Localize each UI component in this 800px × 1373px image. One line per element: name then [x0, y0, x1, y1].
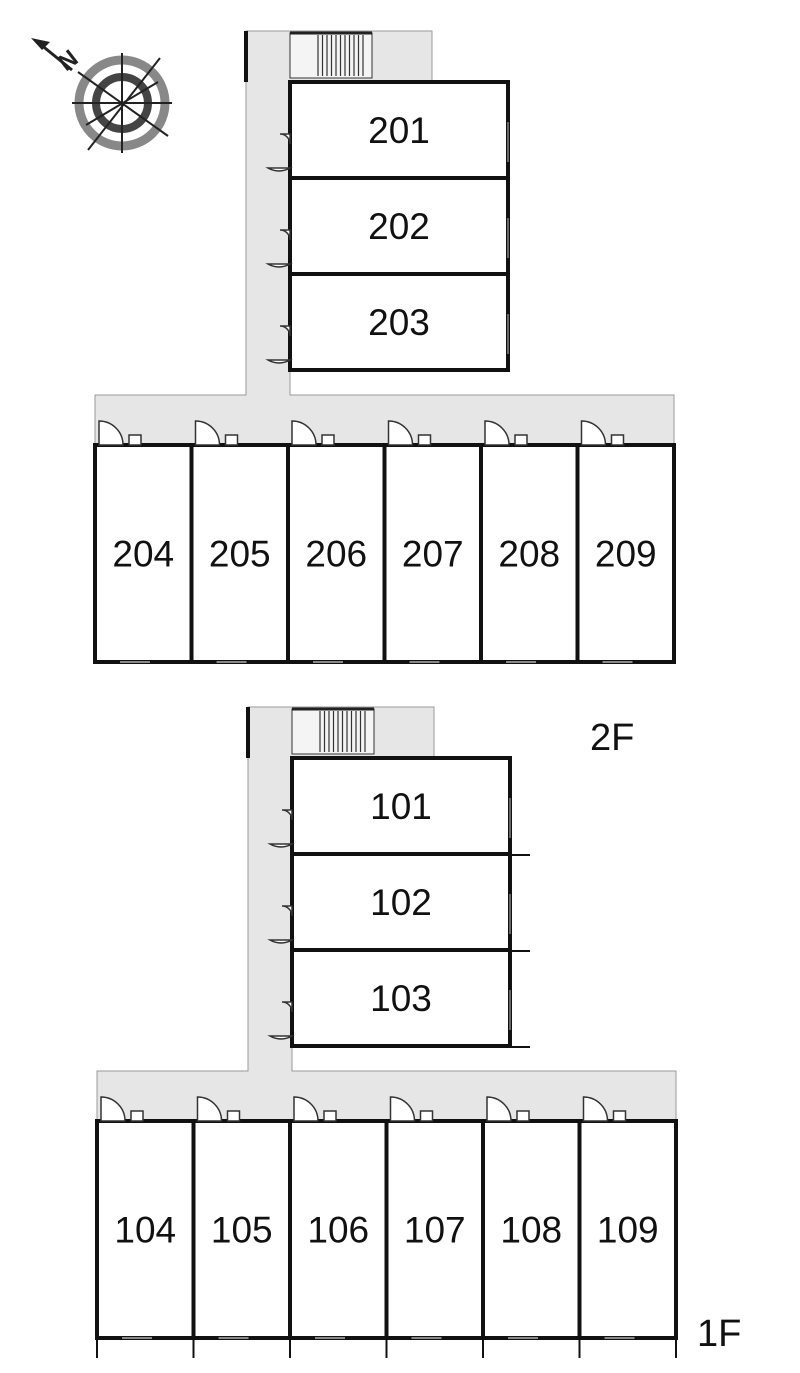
door-swing	[580, 420, 607, 446]
unit-room	[288, 1119, 389, 1340]
unit-number-103: 103	[370, 978, 432, 1019]
unit-number-206: 206	[305, 534, 367, 575]
unit-number-207: 207	[402, 534, 464, 575]
floor-2f: 201 202 203 204 205 206 207 208 209 2F	[93, 30, 676, 759]
unit-number-109: 109	[597, 1210, 659, 1251]
door-swing	[196, 1096, 223, 1122]
unit-number-208: 208	[498, 534, 560, 575]
door-swing-small	[279, 133, 291, 145]
unit-number-209: 209	[595, 534, 657, 575]
door-swing-small	[281, 905, 293, 917]
unit-number-108: 108	[500, 1210, 562, 1251]
unit-number-203: 203	[368, 302, 430, 343]
door-small	[612, 1110, 627, 1122]
door-swing	[484, 420, 510, 446]
floor-label-2F: 2F	[590, 717, 634, 759]
door-swing-small	[279, 229, 291, 241]
door-swing	[486, 1096, 512, 1122]
unit-room	[95, 1119, 196, 1340]
unit-room	[288, 80, 510, 180]
door-small	[226, 1110, 241, 1122]
corridor	[94, 30, 675, 446]
unit-number-205: 205	[209, 534, 271, 575]
door-swing	[582, 1096, 609, 1122]
door-swing	[267, 1035, 295, 1040]
unit-number-104: 104	[114, 1210, 176, 1251]
door-swing	[98, 420, 124, 446]
corridor	[96, 706, 677, 1122]
stairs	[291, 707, 375, 755]
door-swing	[267, 843, 295, 848]
unit-number-201: 201	[368, 110, 430, 151]
unit-number-102: 102	[370, 882, 432, 923]
door-swing	[265, 359, 293, 364]
door-swing	[387, 420, 414, 446]
unit-number-107: 107	[404, 1210, 466, 1251]
floor-label-1F: 1F	[697, 1313, 741, 1355]
stairs	[289, 31, 373, 79]
unit-room	[189, 443, 290, 664]
unit-number-101: 101	[370, 786, 432, 827]
floor-1f: 101 102 103 104 105 106 107 108 109 1F	[95, 706, 741, 1358]
unit-room	[290, 948, 512, 1048]
door-small	[417, 434, 432, 446]
door-small	[419, 1110, 434, 1122]
door-small	[224, 434, 239, 446]
door-swing	[265, 263, 293, 268]
door-swing-small	[281, 1001, 293, 1013]
door-small	[128, 434, 142, 446]
compass-icon: N	[31, 38, 172, 153]
door-small	[514, 434, 528, 446]
unit-room	[290, 756, 512, 856]
unit-room	[479, 443, 580, 664]
door-small	[130, 1110, 144, 1122]
door-swing	[265, 167, 293, 172]
unit-number-105: 105	[211, 1210, 273, 1251]
unit-room	[382, 443, 483, 664]
door-swing	[194, 420, 221, 446]
door-swing	[100, 1096, 126, 1122]
door-swing	[291, 420, 317, 446]
door-small	[516, 1110, 530, 1122]
door-swing	[293, 1096, 319, 1122]
door-small	[323, 1110, 337, 1122]
door-swing-small	[279, 325, 291, 337]
door-swing	[389, 1096, 416, 1122]
unit-number-202: 202	[368, 206, 430, 247]
unit-number-204: 204	[112, 534, 174, 575]
door-small	[610, 434, 625, 446]
door-swing-small	[281, 809, 293, 821]
unit-room	[288, 272, 510, 372]
door-swing	[267, 939, 295, 944]
unit-number-106: 106	[307, 1210, 369, 1251]
door-small	[321, 434, 335, 446]
